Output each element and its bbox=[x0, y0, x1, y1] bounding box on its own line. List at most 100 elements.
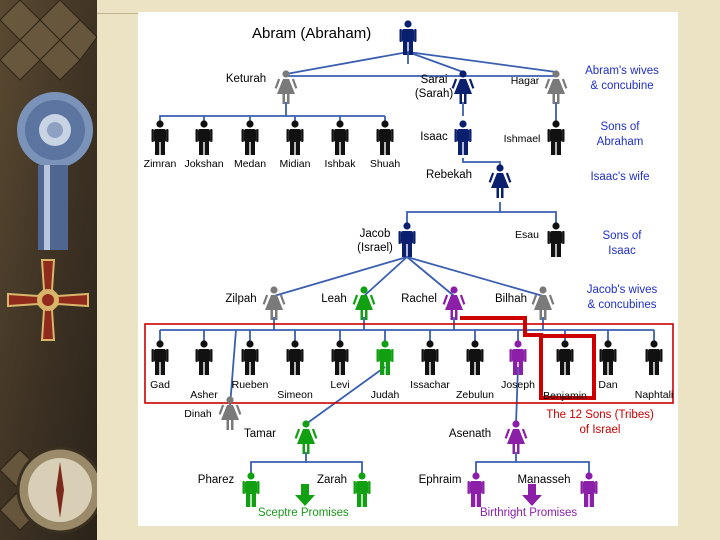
person-label-jacob: Jacob (Israel) bbox=[357, 228, 393, 254]
person-label-rachel: Rachel bbox=[401, 293, 437, 305]
person-label-ephraim: Ephraim bbox=[418, 474, 462, 486]
person-label-dan: Dan bbox=[598, 379, 618, 391]
tree-line bbox=[406, 202, 501, 224]
family-tree-panel: Abram (Abraham) Keturah Sarai (Sarah) Ha… bbox=[138, 12, 678, 526]
person-label-joseph: Joseph bbox=[501, 379, 535, 391]
manasseh-figure-icon bbox=[580, 472, 598, 507]
zimran-figure-icon bbox=[151, 120, 169, 155]
simeon-figure-icon bbox=[286, 340, 304, 375]
keturah-figure-icon bbox=[274, 70, 298, 104]
person-label-shuah: Shuah bbox=[369, 158, 401, 170]
tamar-figure-icon bbox=[294, 420, 318, 454]
person-label-abram: Abram (Abraham) bbox=[252, 25, 372, 42]
tree-line bbox=[406, 256, 544, 297]
birthright-arrow-icon bbox=[522, 484, 542, 506]
benjamin-figure-icon bbox=[556, 340, 574, 375]
leah-figure-icon bbox=[352, 286, 376, 320]
twelve-sons-highlight-box bbox=[144, 323, 674, 404]
rachel-benjamin-link bbox=[460, 316, 543, 337]
tree-line bbox=[462, 158, 501, 167]
tree-line bbox=[285, 51, 409, 75]
sceptre-arrow-icon bbox=[295, 484, 315, 506]
medal-decoration-image bbox=[0, 0, 97, 540]
asenath-figure-icon bbox=[504, 420, 528, 454]
person-label-bilhah: Bilhah bbox=[495, 293, 527, 305]
asher-figure-icon bbox=[195, 340, 213, 375]
tree-line bbox=[159, 102, 287, 124]
isaac-figure-icon bbox=[454, 120, 472, 155]
person-label-issachar: Issachar bbox=[410, 379, 450, 391]
person-label-zarah: Zarah bbox=[316, 474, 348, 486]
ishmael-figure-icon bbox=[547, 120, 565, 155]
person-label-midian: Midian bbox=[279, 158, 311, 170]
rachel-figure-icon bbox=[442, 286, 466, 320]
person-label-pharez: Pharez bbox=[197, 474, 235, 486]
note-sceptre-promises: Sceptre Promises bbox=[258, 507, 349, 519]
benjamin-highlight-frame bbox=[539, 334, 596, 400]
tree-line bbox=[406, 256, 455, 297]
person-label-simeon: Simeon bbox=[277, 389, 313, 401]
person-label-asenath: Asenath bbox=[448, 428, 492, 440]
person-label-rueben: Rueben bbox=[231, 379, 269, 391]
ishbak-figure-icon bbox=[331, 120, 349, 155]
person-label-leah: Leah bbox=[321, 293, 347, 305]
tree-line bbox=[500, 211, 557, 224]
sarai-figure-icon bbox=[451, 70, 475, 104]
gad-figure-icon bbox=[151, 340, 169, 375]
tree-line bbox=[407, 51, 557, 73]
abram-figure-icon bbox=[399, 20, 417, 55]
note-isaacs-wife: Isaac's wife bbox=[590, 171, 650, 183]
person-label-zebulun: Zebulun bbox=[456, 389, 494, 401]
joseph-figure-icon bbox=[509, 340, 527, 375]
tree-line bbox=[229, 329, 237, 407]
shuah-figure-icon bbox=[376, 120, 394, 155]
tree-line bbox=[306, 461, 363, 474]
midian-figure-icon bbox=[286, 120, 304, 155]
dan-figure-icon bbox=[599, 340, 617, 375]
person-label-keturah: Keturah bbox=[225, 73, 267, 85]
note-sons-of-isaac: Sons of Isaac bbox=[602, 230, 642, 257]
bilhah-figure-icon bbox=[531, 286, 555, 320]
jokshan-figure-icon bbox=[195, 120, 213, 155]
zebulun-figure-icon bbox=[466, 340, 484, 375]
tree-line bbox=[475, 452, 517, 474]
note-abrams-wives: Abram's wives & concubine bbox=[585, 65, 659, 92]
person-label-esau: Esau bbox=[515, 229, 539, 241]
tree-line bbox=[305, 366, 386, 425]
person-label-isaac: Isaac bbox=[420, 131, 448, 143]
family-tree-lines bbox=[144, 20, 674, 507]
note-jacobs-wives: Jacob's wives & concubines bbox=[586, 284, 658, 311]
person-label-tamar: Tamar bbox=[244, 428, 276, 440]
zarah-figure-icon bbox=[353, 472, 371, 507]
person-label-judah: Judah bbox=[370, 389, 400, 401]
person-label-jokshan: Jokshan bbox=[184, 158, 224, 170]
zilpah-figure-icon bbox=[262, 286, 286, 320]
person-label-manasseh: Manasseh bbox=[517, 474, 571, 486]
pharez-figure-icon bbox=[242, 472, 260, 507]
tree-line bbox=[515, 366, 519, 425]
person-label-asher: Asher bbox=[190, 389, 218, 401]
person-label-benjamin: Benjamin bbox=[543, 390, 587, 402]
levi-figure-icon bbox=[331, 340, 349, 375]
person-label-ishmael: Ishmael bbox=[503, 133, 541, 145]
note-sons-of-abraham: Sons of Abraham bbox=[596, 121, 644, 148]
tree-line bbox=[273, 256, 408, 297]
person-label-ishbak: Ishbak bbox=[324, 158, 356, 170]
note-twelve-sons: The 12 Sons (Tribes) of Israel bbox=[546, 409, 654, 436]
person-label-sarai: Sarai (Sarah) bbox=[414, 74, 454, 100]
tree-line bbox=[363, 256, 408, 297]
person-label-zilpah: Zilpah bbox=[225, 293, 257, 305]
medan-figure-icon bbox=[241, 120, 259, 155]
person-label-zimran: Zimran bbox=[143, 158, 177, 170]
person-label-rebekah: Rebekah bbox=[425, 169, 473, 181]
tree-line bbox=[250, 452, 307, 474]
person-label-dinah: Dinah bbox=[184, 408, 212, 420]
ephraim-figure-icon bbox=[467, 472, 485, 507]
person-label-gad: Gad bbox=[150, 379, 170, 391]
tree-line bbox=[516, 461, 590, 474]
rueben-figure-icon bbox=[241, 340, 259, 375]
person-label-medan: Medan bbox=[233, 158, 267, 170]
person-label-levi: Levi bbox=[330, 379, 350, 391]
top-rule bbox=[97, 13, 147, 14]
judah-figure-icon bbox=[376, 340, 394, 375]
